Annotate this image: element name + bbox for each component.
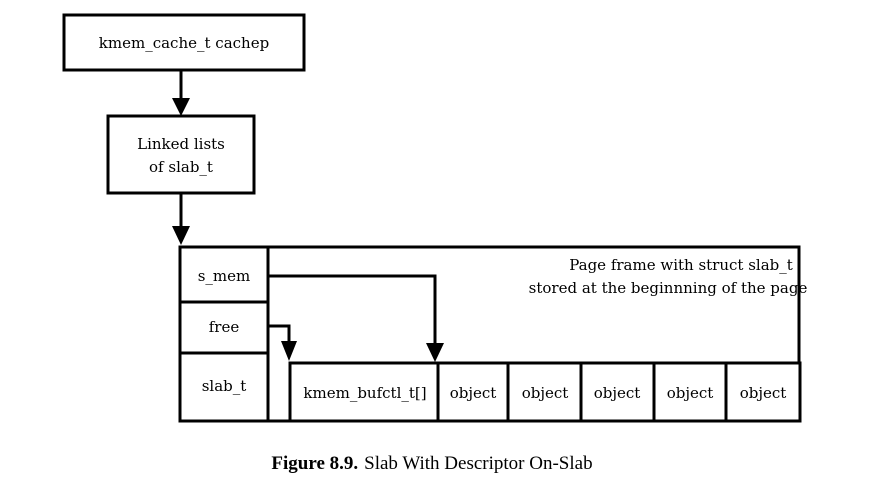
arrow-s-mem-to-objects: [268, 274, 437, 346]
arrowhead-lists-to-page: [172, 226, 190, 245]
slab-t-cell: [178, 351, 270, 423]
cachep-label: kmem_cache_t cachep: [99, 34, 269, 52]
figure-caption-title: Slab With Descriptor On-Slab: [364, 453, 592, 474]
object-cell-2: [506, 361, 583, 423]
object-cell-1: [436, 361, 510, 423]
object-label-4: object: [667, 384, 714, 402]
object-cell-4: [652, 361, 728, 423]
arrow-free-to-bufctl: [268, 324, 291, 344]
bufctl-cell: [288, 361, 442, 423]
page-frame-note-2: stored at the beginnning of the page: [529, 279, 808, 297]
cachep-box: [62, 13, 306, 72]
free-label: free: [209, 318, 240, 336]
arrowhead-free-to-bufctl: [281, 341, 297, 361]
object-label-1: object: [450, 384, 497, 402]
object-label-5: object: [740, 384, 787, 402]
arrowhead-s-mem-to-objects: [426, 343, 444, 362]
page-frame-note-1: Page frame with struct slab_t: [569, 256, 793, 274]
bufctl-label: kmem_bufctl_t[]: [303, 384, 426, 402]
s-mem-label: s_mem: [198, 267, 251, 285]
free-cell: [178, 300, 270, 355]
linked-lists-label-1: Linked lists: [137, 135, 225, 153]
linked-lists-label-2: of slab_t: [149, 158, 213, 176]
object-cell-5: [724, 361, 802, 423]
linked-lists-box: [106, 114, 256, 195]
object-label-3: object: [594, 384, 641, 402]
figure-caption: Figure 8.9. Slab With Descriptor On-Slab: [271, 453, 592, 474]
arrowhead-cachep-to-lists: [172, 98, 190, 116]
s-mem-cell: [178, 245, 270, 304]
object-cell-3: [579, 361, 656, 423]
figure-caption-label: Figure 8.9.: [271, 453, 358, 474]
slab-t-label: slab_t: [202, 377, 247, 395]
object-label-2: object: [522, 384, 569, 402]
